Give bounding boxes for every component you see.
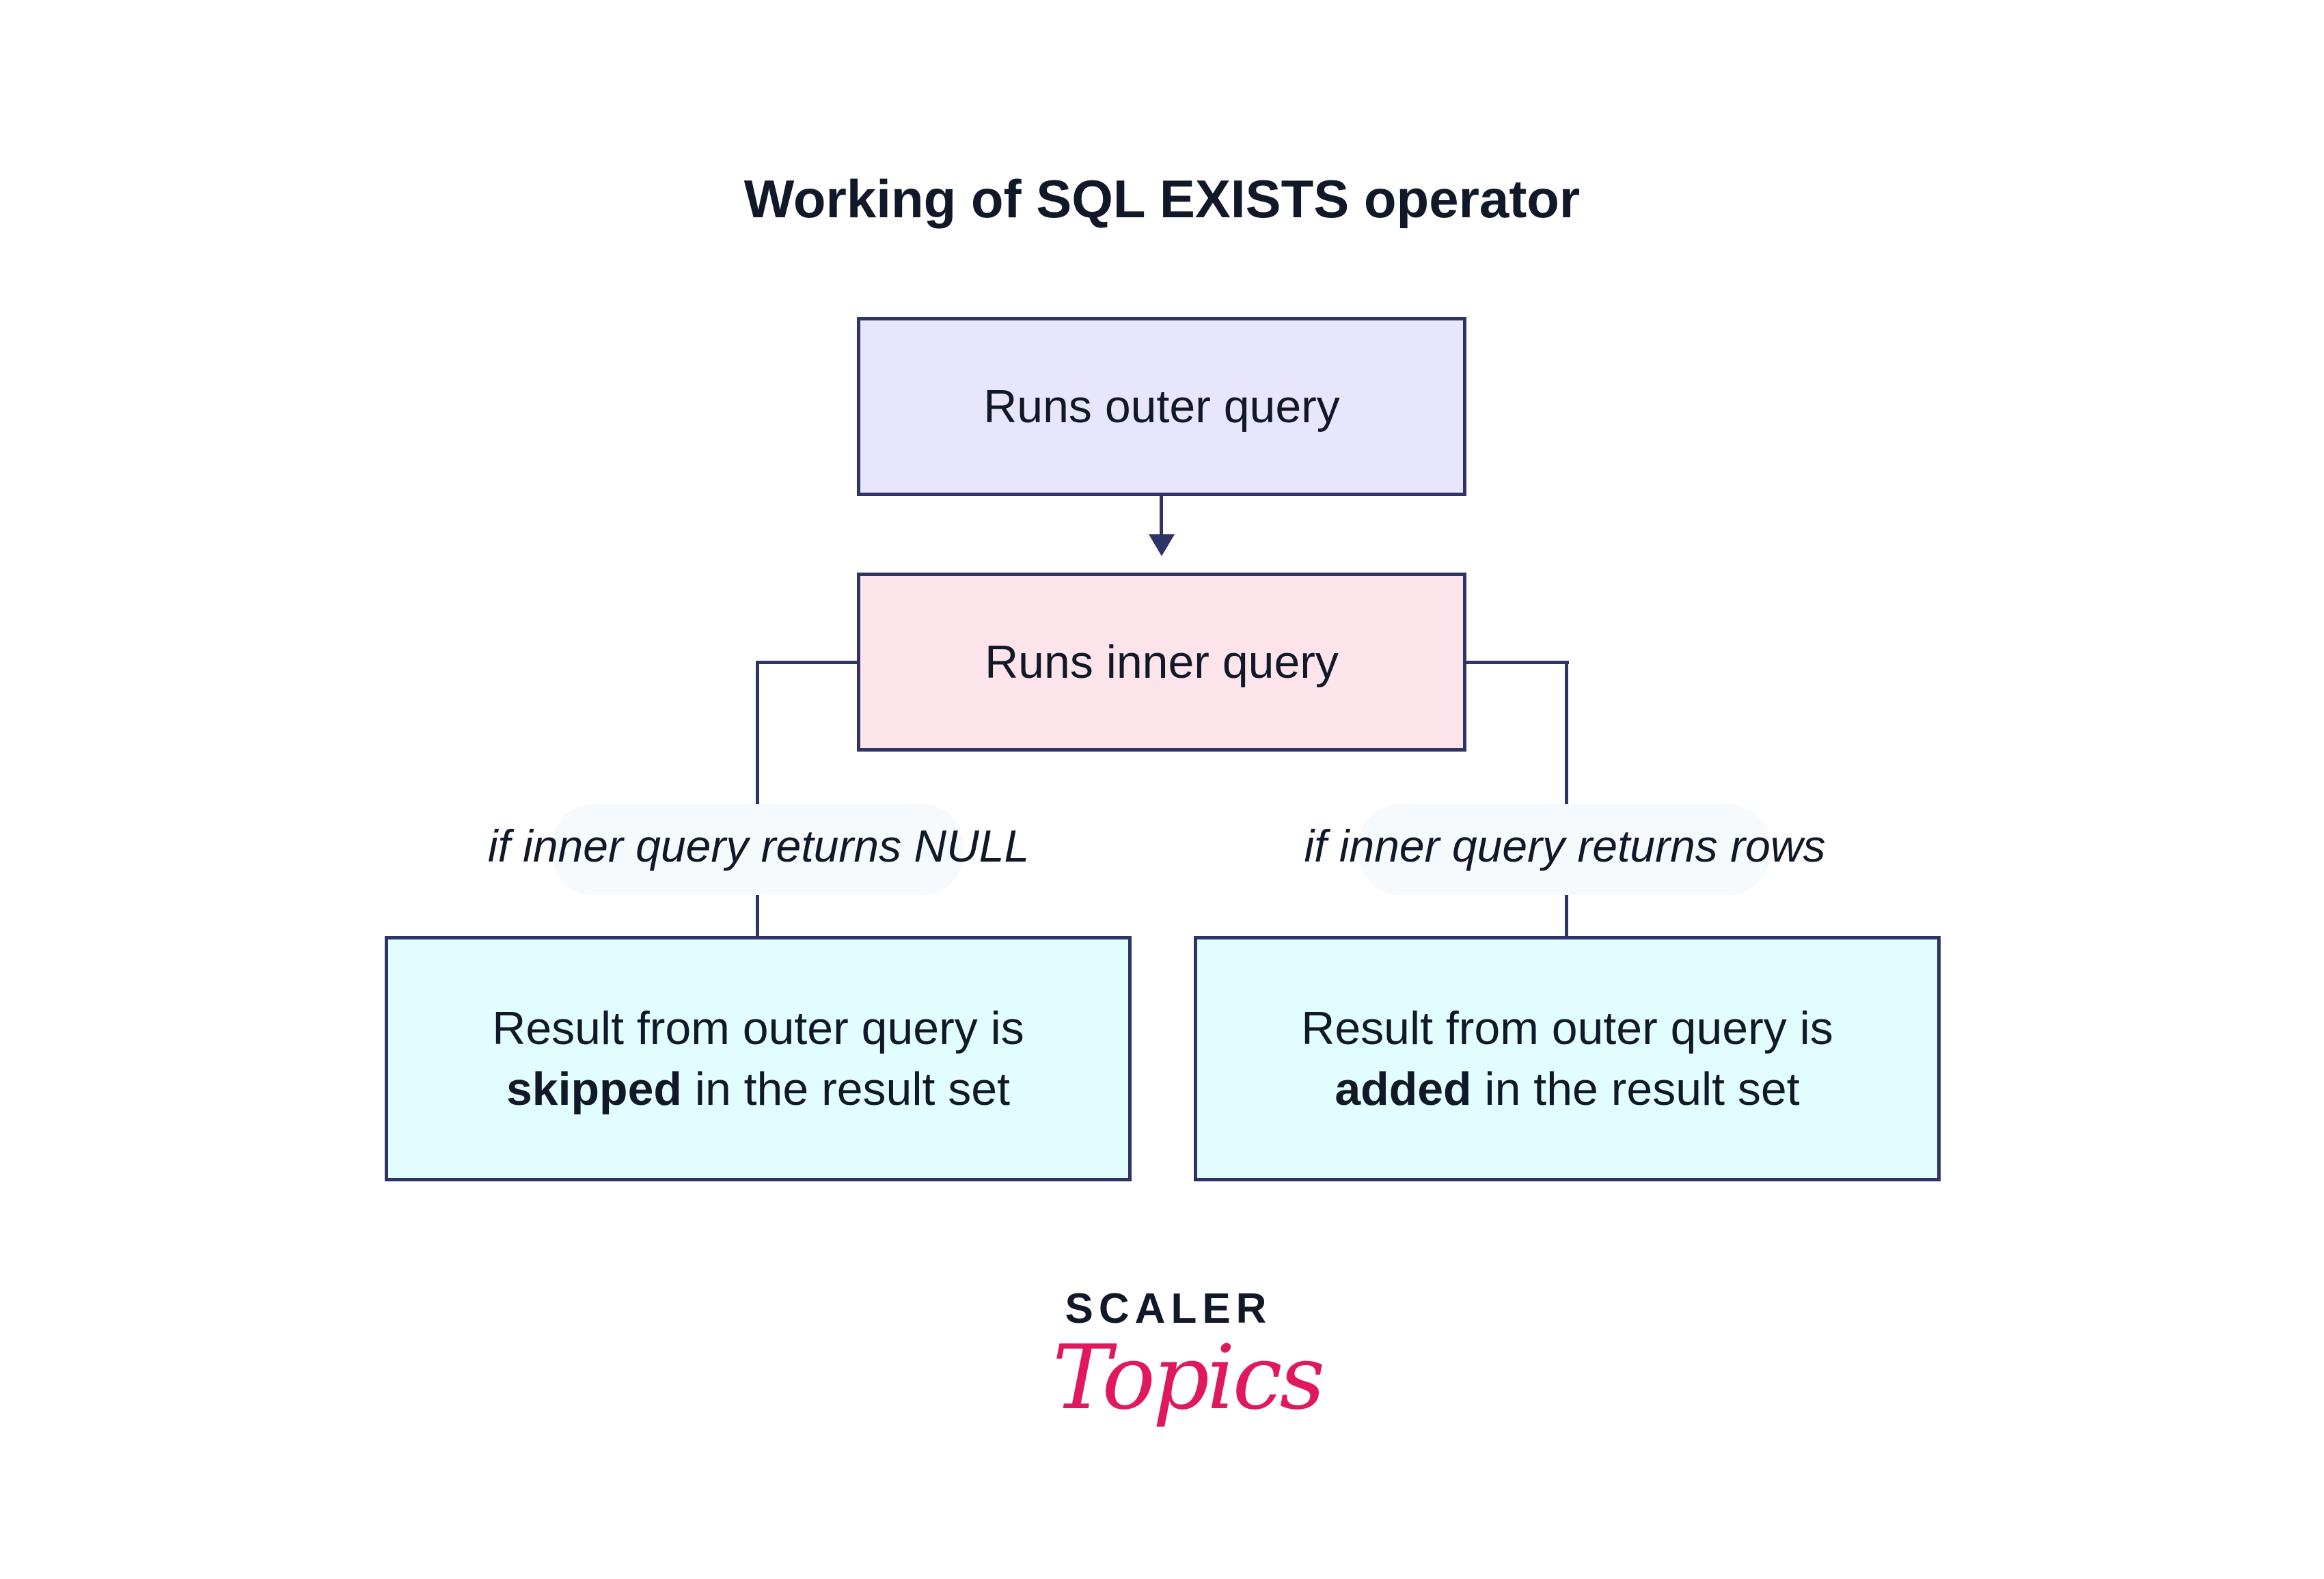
emphasis-skipped: skipped [506, 1062, 682, 1115]
node-runs-outer-query: Runs outer query [857, 317, 1466, 496]
arrow-line-outer-to-inner [1160, 495, 1163, 538]
node-text-line1: Result from outer query is [492, 1002, 1024, 1055]
diagram-title: Working of SQL EXISTS operator [743, 169, 1581, 229]
node-label: Runs outer query [983, 380, 1340, 432]
connector-right-horizontal [1465, 661, 1569, 664]
node-result-added: Result from outer query is added in the … [1194, 936, 1941, 1181]
edge-label-pill-rows [1358, 804, 1770, 895]
node-text-rest: in the result set [681, 1062, 1010, 1115]
connector-left-horizontal [756, 661, 858, 664]
node-runs-inner-query: Runs inner query [857, 573, 1466, 752]
arrow-head-icon [1149, 534, 1175, 556]
node-text-rest: in the result set [1471, 1062, 1800, 1115]
node-text-line2: skipped in the result set [492, 1059, 1024, 1119]
scaler-topics-logo: SCALER Topics [1052, 1285, 1325, 1462]
connector-left-vertical-top [756, 661, 759, 806]
connector-right-vertical-bottom [1565, 892, 1568, 937]
node-text-line2: added in the result set [1301, 1059, 1833, 1119]
edge-label-null: if inner query returns NULL [487, 821, 1030, 871]
node-label: Runs inner query [985, 635, 1339, 688]
node-text-line1: Result from outer query is [1301, 1002, 1833, 1055]
connector-right-vertical-top [1565, 661, 1568, 806]
edge-label-pill-null [552, 804, 963, 895]
node-result-skipped: Result from outer query is skipped in th… [385, 936, 1132, 1181]
logo-scaler-text: SCALER [1065, 1285, 1272, 1332]
edge-label-rows: if inner query returns rows [1304, 821, 1826, 871]
logo-topics-text: Topics [1052, 1326, 1325, 1429]
connector-left-vertical-bottom [756, 892, 759, 937]
emphasis-added: added [1335, 1062, 1472, 1115]
